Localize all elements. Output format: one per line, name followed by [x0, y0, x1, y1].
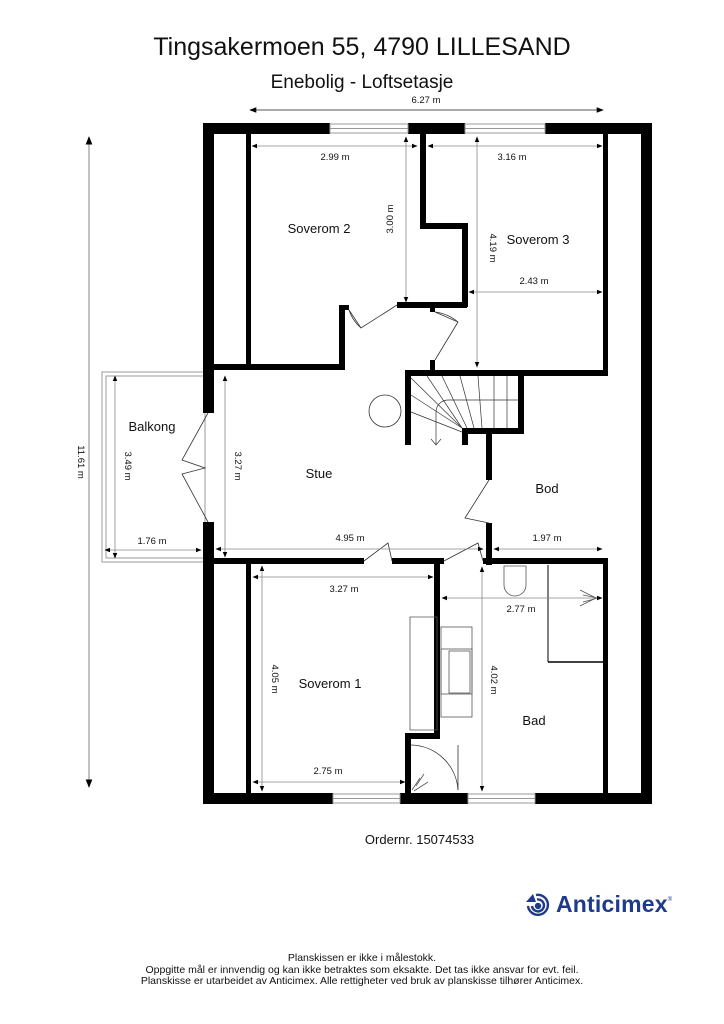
disclaimer-line: Planskisse er utarbeidet av Anticimex. A… [140, 975, 584, 987]
page-subtitle: Enebolig - Loftsetasje [270, 72, 454, 93]
soverom3-width-top: 3.16 m [497, 152, 526, 163]
overall-width-dimension: 6.27 m [249, 95, 604, 113]
wardrobe-icon [409, 616, 438, 731]
bad-height: 4.02 m [488, 665, 499, 694]
balcony-outline [101, 371, 206, 563]
disclaimer: Planskissen er ikke i målestokk. Oppgitt… [0, 952, 724, 988]
soverom2-height: 3.00 m [385, 204, 396, 233]
balkong-width: 1.76 m [137, 536, 166, 547]
room-label-bod: Bod [535, 481, 558, 496]
staircase [410, 375, 518, 446]
room-label-soverom3: Soverom 3 [507, 232, 570, 247]
disclaimer-line: Planskissen er ikke i målestokk. [287, 952, 437, 964]
outer-walls [203, 123, 652, 804]
room-label-soverom1: Soverom 1 [299, 676, 362, 691]
disclaimer-line: Oppgitte mål er innvendig og kan ikke be… [145, 963, 579, 976]
order-number: Ordernr. 15074533 [364, 832, 475, 847]
overall-height-dimension: 11.61 m [75, 136, 93, 788]
soverom2-width: 2.99 m [320, 152, 349, 163]
brand-registered-mark: ® [667, 897, 673, 903]
toilet-icon [503, 565, 527, 597]
soverom1-width-bottom: 2.75 m [313, 766, 342, 777]
overall-height-label: 11.61 m [75, 445, 86, 479]
dimension-lines [104, 136, 603, 792]
soverom3-width-mid: 2.43 m [519, 276, 548, 287]
vanity-icon [440, 626, 473, 718]
room-label-stue: Stue [306, 466, 333, 481]
overall-width-label: 6.27 m [411, 95, 440, 106]
soverom3-height: 4.19 m [487, 233, 498, 262]
anticimex-logo-icon [526, 893, 550, 916]
room-label-balkong: Balkong [129, 419, 176, 434]
brand-logo: Anticimex ® [524, 889, 672, 919]
soverom1-height: 4.05 m [269, 664, 280, 693]
balkong-height: 3.49 m [122, 451, 133, 480]
soverom1-width-top: 3.27 m [329, 584, 358, 595]
knee-walls [246, 134, 608, 793]
doors [181, 304, 490, 791]
stue-width: 4.95 m [335, 533, 364, 544]
bad-width: 2.77 m [506, 604, 535, 615]
bod-width: 1.97 m [532, 533, 561, 544]
shower-icon [411, 773, 429, 792]
round-table-icon [368, 394, 402, 428]
windows [329, 123, 546, 804]
page-title: Tingsakermoen 55, 4790 LILLESAND [153, 33, 571, 61]
brand-name: Anticimex [556, 890, 668, 917]
stue-height: 3.27 m [232, 451, 243, 480]
room-label-bad: Bad [522, 713, 545, 728]
room-label-soverom2: Soverom 2 [288, 221, 351, 236]
